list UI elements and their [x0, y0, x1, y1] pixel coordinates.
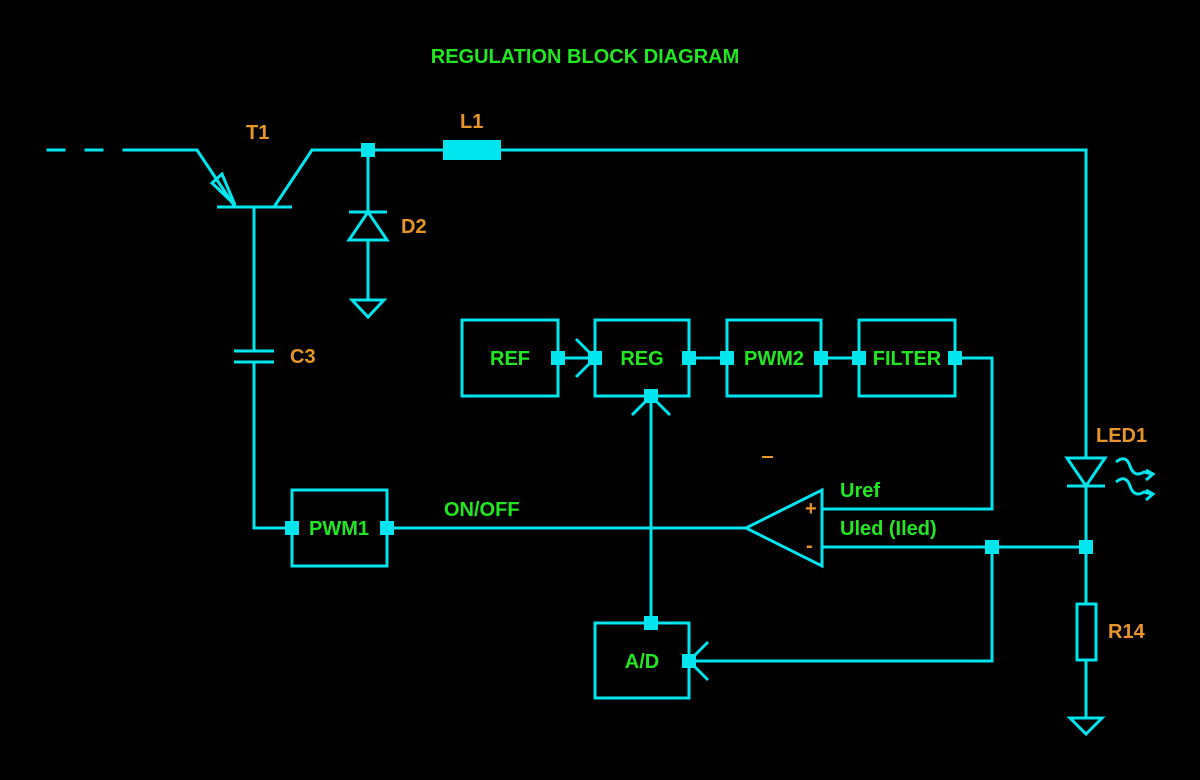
diagram-title: REGULATION BLOCK DIAGRAM: [431, 46, 740, 68]
block-pwm1-label: PWM1: [309, 518, 369, 540]
comparator-symbol: [742, 487, 824, 569]
wire-filter-to-uref: [820, 356, 994, 511]
block-reg-label: REG: [620, 348, 663, 370]
l1-label: L1: [460, 111, 483, 133]
on-off-label: ON/OFF: [444, 499, 520, 521]
block-pwm2: PWM2: [725, 318, 823, 398]
block-filter: FILTER: [857, 318, 957, 398]
d2-label: D2: [401, 216, 427, 238]
wire-uled-to-ad: [694, 552, 994, 663]
block-filter-label: FILTER: [873, 348, 942, 370]
block-ad-label: A/D: [625, 651, 659, 673]
block-pwm1: PWM1: [290, 488, 389, 568]
ground-d2-symbol: [348, 298, 388, 320]
block-pwm2-label: PWM2: [744, 348, 804, 370]
comparator-minus-sign: -: [806, 535, 813, 557]
junction-led-r14: [1079, 540, 1093, 554]
capacitor-c3-symbol: [234, 205, 294, 530]
diode-d2-symbol: [346, 155, 390, 302]
uref-label: Uref: [840, 480, 880, 502]
comparator-plus-sign: +: [805, 498, 817, 520]
uled-label: Uled (Iled): [840, 518, 937, 540]
junction-uled-ad: [985, 540, 999, 554]
resistor-r14-symbol: [1075, 552, 1098, 720]
led1-label: LED1: [1096, 425, 1147, 447]
junction-d2-node: [361, 143, 375, 157]
inductor-l1-symbol: [443, 140, 501, 160]
block-ad: A/D: [593, 621, 691, 700]
block-reg: REG: [593, 318, 691, 398]
block-ref-label: REF: [490, 348, 530, 370]
block-pins: [285, 351, 962, 668]
r14-label: R14: [1108, 621, 1146, 643]
led-emission-icon: [1115, 457, 1156, 502]
c3-label: C3: [290, 346, 316, 368]
transistor-t1-symbol: [195, 149, 314, 209]
block-ref: REF: [460, 318, 560, 398]
t1-label: T1: [246, 122, 269, 144]
led-led1-symbol: [1064, 456, 1108, 542]
ground-r14-symbol: [1066, 716, 1106, 737]
